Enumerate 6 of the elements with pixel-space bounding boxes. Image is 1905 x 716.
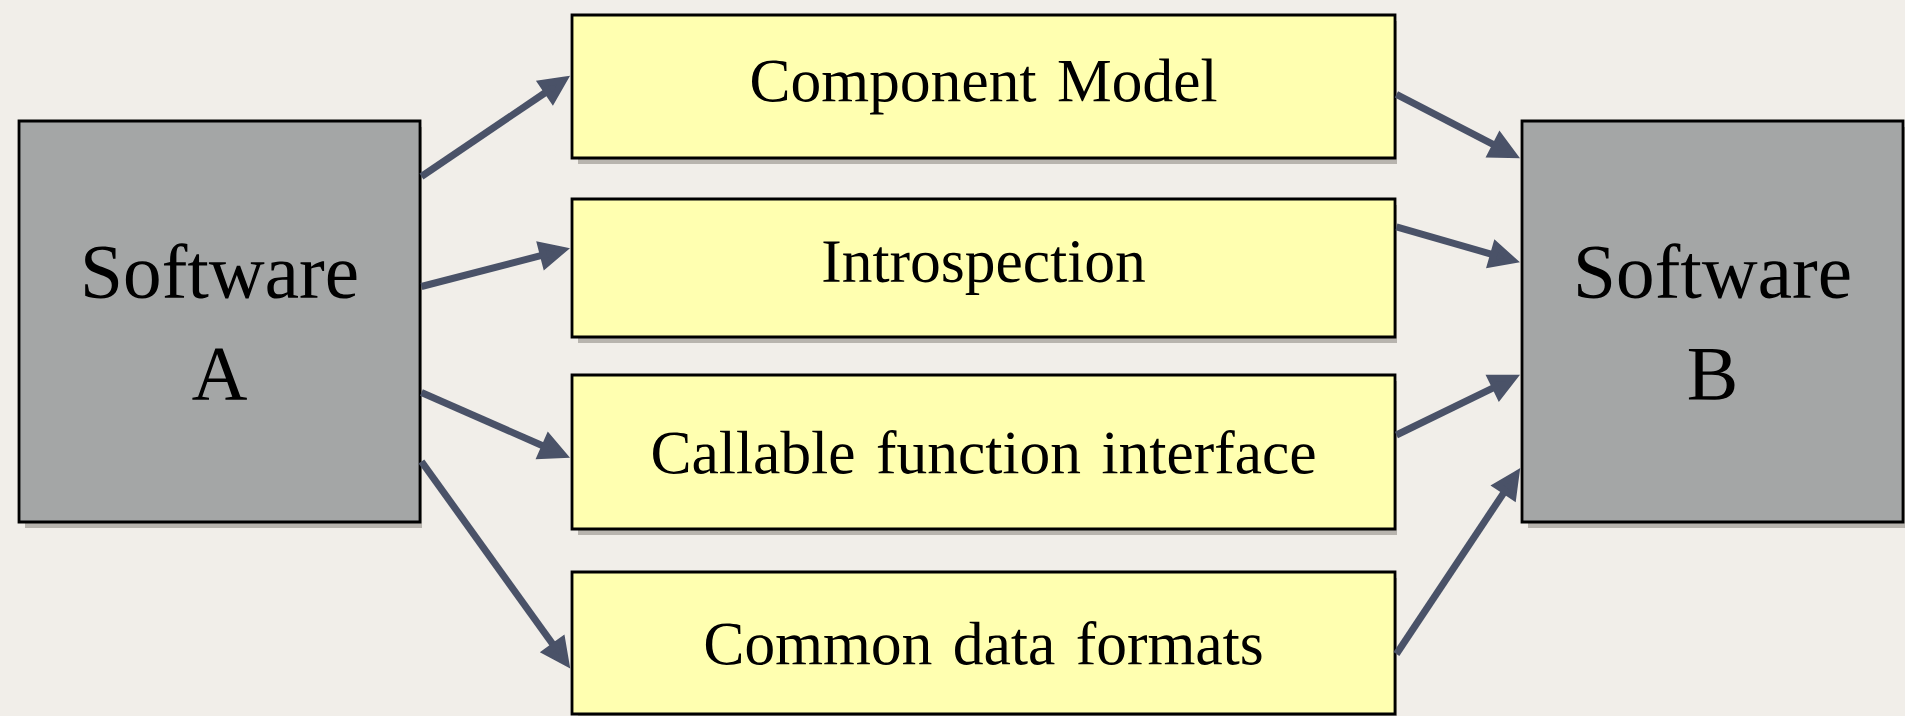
process-box: Introspection (570, 197, 1397, 343)
software-box: Software B (1520, 119, 1905, 528)
process-box: Component Model (570, 13, 1397, 164)
process-box: Callable function interface (570, 373, 1397, 535)
software-box: Software A (17, 119, 422, 528)
process-box: Common data formats (570, 570, 1397, 716)
